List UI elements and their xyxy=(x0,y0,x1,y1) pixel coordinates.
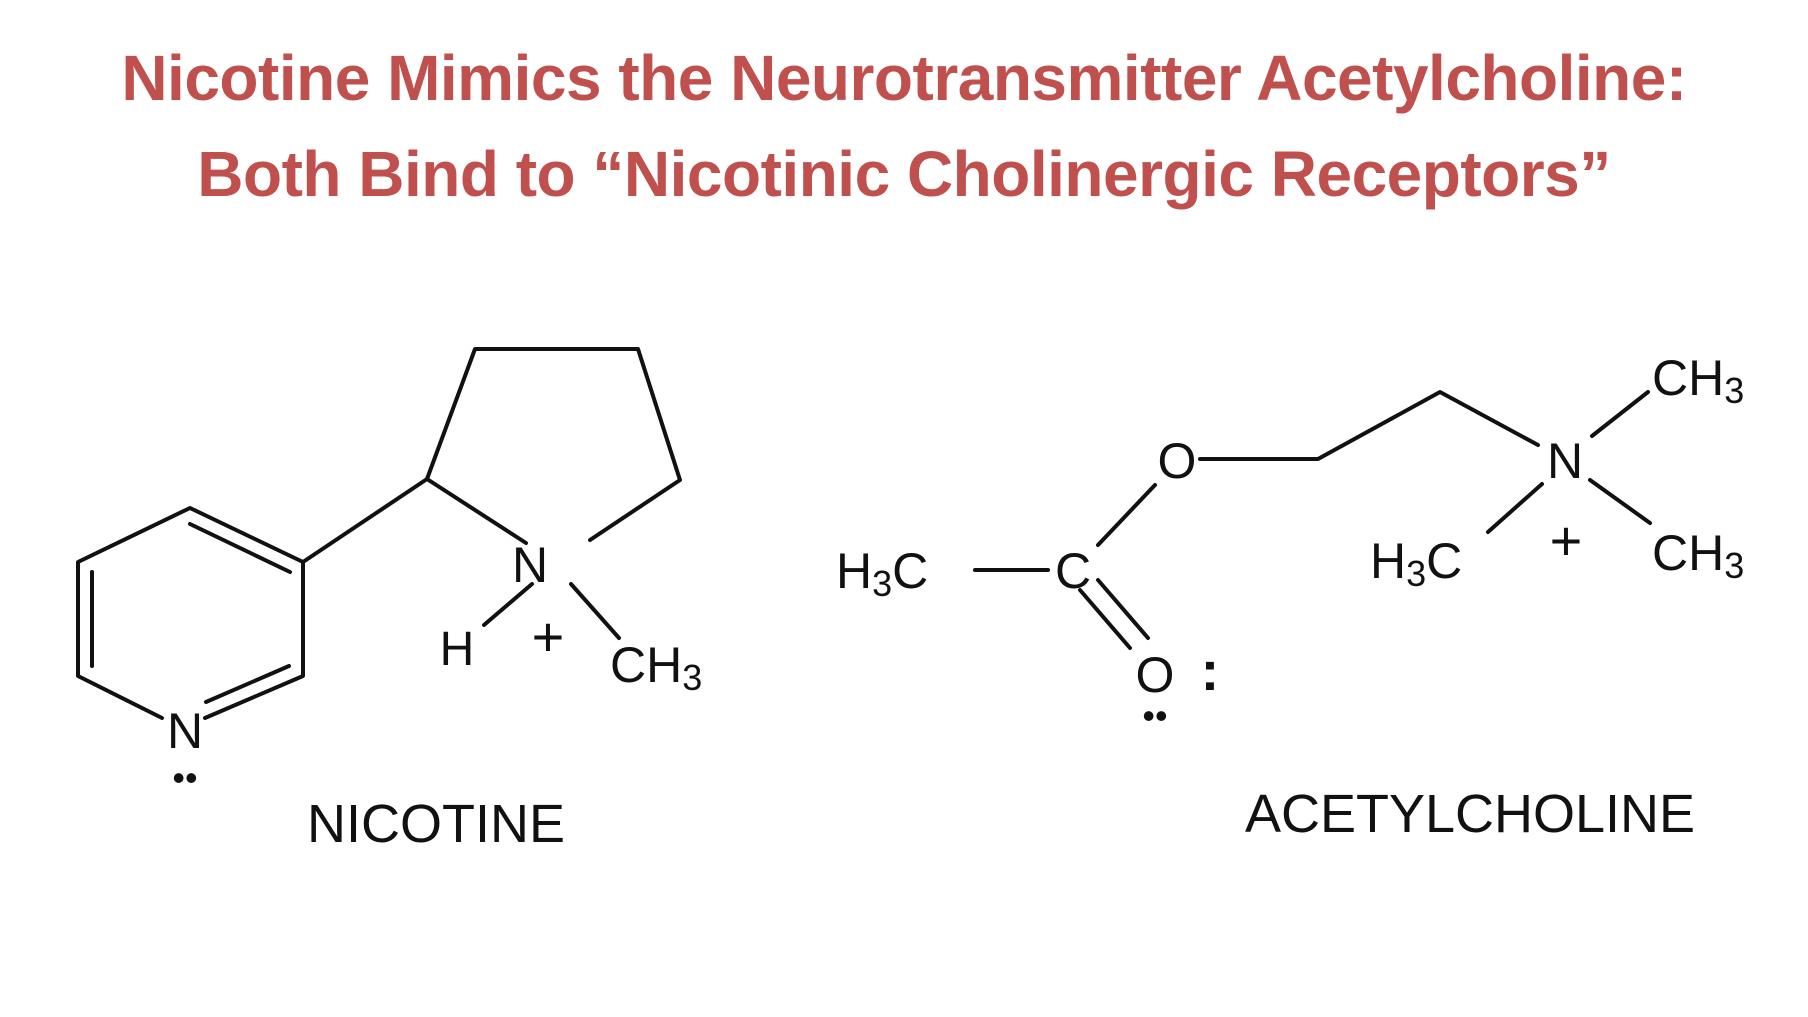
acetylcholine-h3c-methyl: H3C xyxy=(836,543,928,604)
nicotine-methyl: CH3 xyxy=(610,637,702,698)
slide-title-line-2: Both Bind to “Nicotinic Cholinergic Rece… xyxy=(197,138,1611,210)
nicotine-label: NICOTINE xyxy=(307,794,565,854)
acetylcholine-structure: H3C C O O : •• N + CH3 CH3 H3C ACETYLCHO… xyxy=(836,350,1744,844)
nicotine-pyrrolidine-n: N xyxy=(512,537,548,593)
acetylcholine-n-ch3-right-bond xyxy=(1588,478,1652,525)
acetylcholine-ch3-right: CH3 xyxy=(1652,525,1744,586)
nicotine-pyridine-double-bond-1 xyxy=(188,522,292,574)
acetylcholine-n-atom: N xyxy=(1547,433,1583,489)
acetylcholine-ester-o: O xyxy=(1158,433,1197,489)
nicotine-pyridine-ring xyxy=(76,506,305,720)
nicotine-ring-link-bond xyxy=(301,477,429,564)
nicotine-structure: N H + CH3 N •• NICOTINE xyxy=(76,347,702,854)
nicotine-pyridine-double-bond-3 xyxy=(204,664,291,704)
nicotine-positive-charge: + xyxy=(532,605,565,668)
acetylcholine-ethyl-chain xyxy=(1198,390,1540,461)
acetylcholine-positive-charge: + xyxy=(1550,509,1583,572)
acetylcholine-ch3-top: CH3 xyxy=(1652,350,1744,411)
acetylcholine-carbonyl-double-bond-1 xyxy=(1078,588,1132,650)
nicotine-pyrrolidine-ring xyxy=(425,347,682,545)
acetylcholine-carbonyl-c: C xyxy=(1055,543,1091,599)
acetylcholine-label: ACETYLCHOLINE xyxy=(1245,784,1695,844)
acetylcholine-carbonyl-o: O xyxy=(1136,647,1175,703)
acetylcholine-n-h3c-bond xyxy=(1486,482,1544,534)
acetylcholine-n-ch3-top-bond xyxy=(1590,390,1650,438)
nicotine-h-atom: H xyxy=(440,623,475,676)
acetylcholine-carbonyl-double-bond-2 xyxy=(1096,578,1150,640)
acetylcholine-o-lone-pair-bottom: •• xyxy=(1142,695,1167,736)
nicotine-pyridine-n: N xyxy=(167,703,203,759)
acetylcholine-o-lone-pair-right: : xyxy=(1201,639,1220,702)
nicotine-n-methyl-bond xyxy=(569,582,621,640)
nicotine-n-h-bond xyxy=(482,582,534,627)
slide-title-line-1: Nicotine Mimics the Neurotransmitter Ace… xyxy=(121,42,1687,114)
acetylcholine-carbonyl-ester-bond xyxy=(1096,483,1157,547)
nicotine-n-lone-pair: •• xyxy=(172,757,197,798)
acetylcholine-h3c-left: H3C xyxy=(1370,533,1462,594)
